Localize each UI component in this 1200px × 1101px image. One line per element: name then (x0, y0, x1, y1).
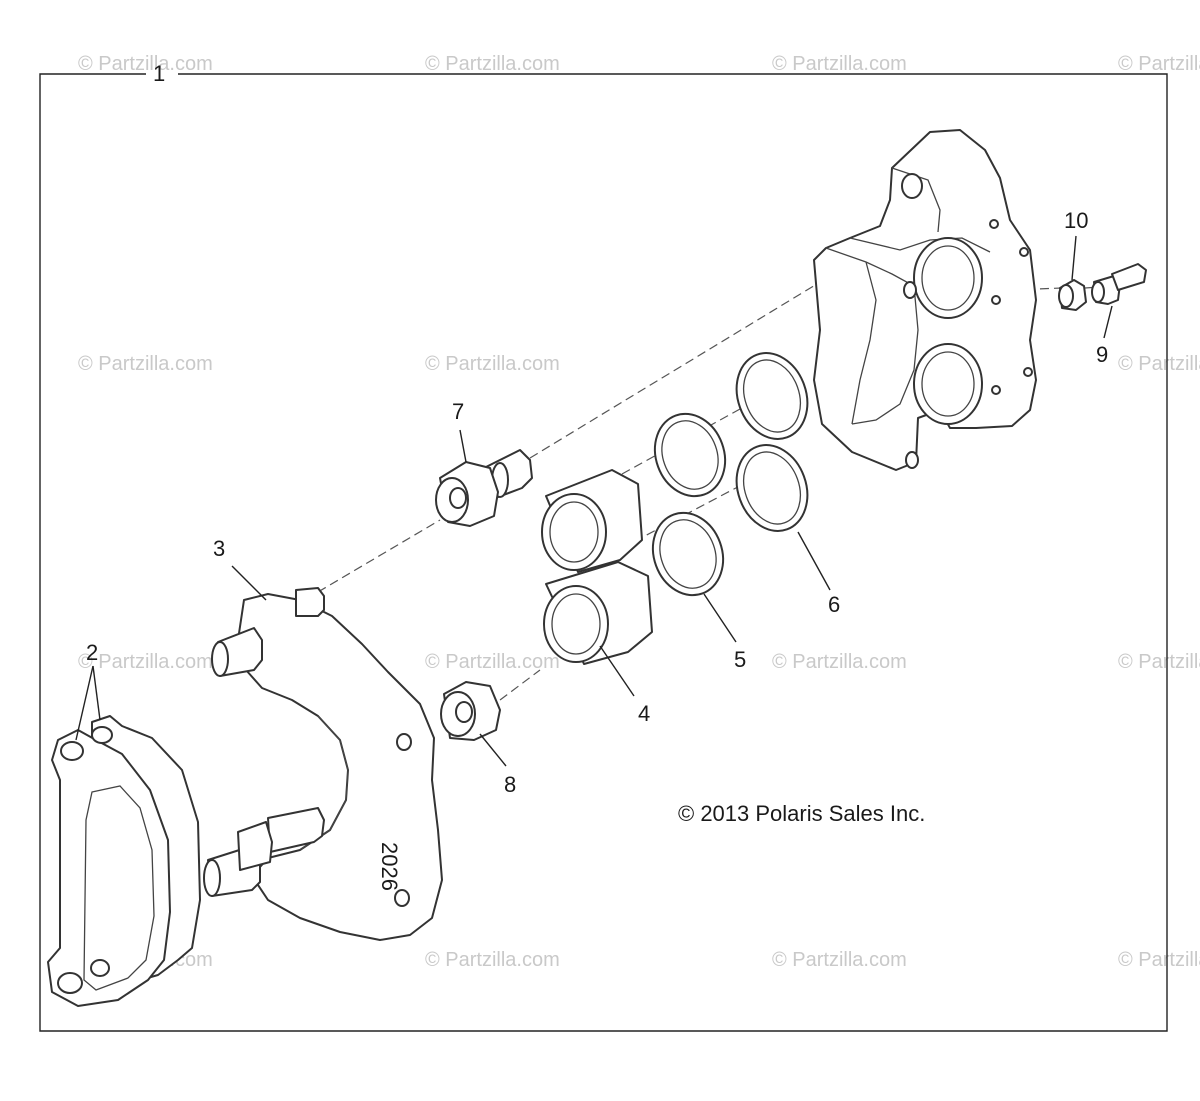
callout-labels: 1 2 3 4 5 6 7 8 9 10 (86, 61, 1108, 797)
callout-4: 4 (638, 701, 650, 726)
watermark: © Partzilla.com (425, 651, 560, 673)
slide-pin-boot (440, 681, 501, 741)
callout-6: 6 (828, 592, 840, 617)
copyright-notice: © 2013 Polaris Sales Inc. (678, 801, 925, 826)
callout-5: 5 (734, 647, 746, 672)
watermark: © Partzilla.com (78, 651, 213, 673)
watermark: © Partzilla.com (78, 353, 213, 375)
callout-1: 1 (153, 61, 165, 86)
piston-seals-large (735, 352, 809, 532)
callout-7: 7 (452, 399, 464, 424)
watermark: © Partzilla.com (1118, 949, 1200, 971)
callout-leaders (75, 235, 1113, 767)
caliper-pistons (541, 469, 653, 665)
bleeder-cap (1058, 279, 1087, 311)
bracket-stamp-text: 2026 (377, 842, 402, 891)
caliper-housing (813, 129, 1037, 471)
callout-10: 10 (1064, 208, 1088, 233)
watermark: © Partzilla.com (425, 353, 560, 375)
callout-2: 2 (86, 640, 98, 665)
assembly-frame (39, 73, 1168, 1032)
callout-8: 8 (504, 772, 516, 797)
watermark: © Partzilla.com (772, 949, 907, 971)
watermark: © Partzilla.com (1118, 53, 1200, 75)
watermark: © Partzilla.com (772, 53, 907, 75)
watermark-layer: © Partzilla.com © Partzilla.com © Partzi… (78, 53, 1200, 971)
watermark: © Partzilla.com (772, 651, 907, 673)
piston-seals-small (651, 412, 727, 597)
callout-3: 3 (213, 536, 225, 561)
watermark: © Partzilla.com (78, 53, 213, 75)
watermark: © Partzilla.com (1118, 651, 1200, 673)
callout-9: 9 (1096, 342, 1108, 367)
caliper-bracket: 2026 (203, 587, 443, 941)
bleeder-screw (1091, 263, 1147, 305)
watermark: © Partzilla.com (425, 949, 560, 971)
watermark: © Partzilla.com (425, 53, 560, 75)
watermark: © Partzilla.com (1118, 353, 1200, 375)
brake-pad-pair (47, 715, 201, 1007)
slide-pin (435, 449, 533, 527)
